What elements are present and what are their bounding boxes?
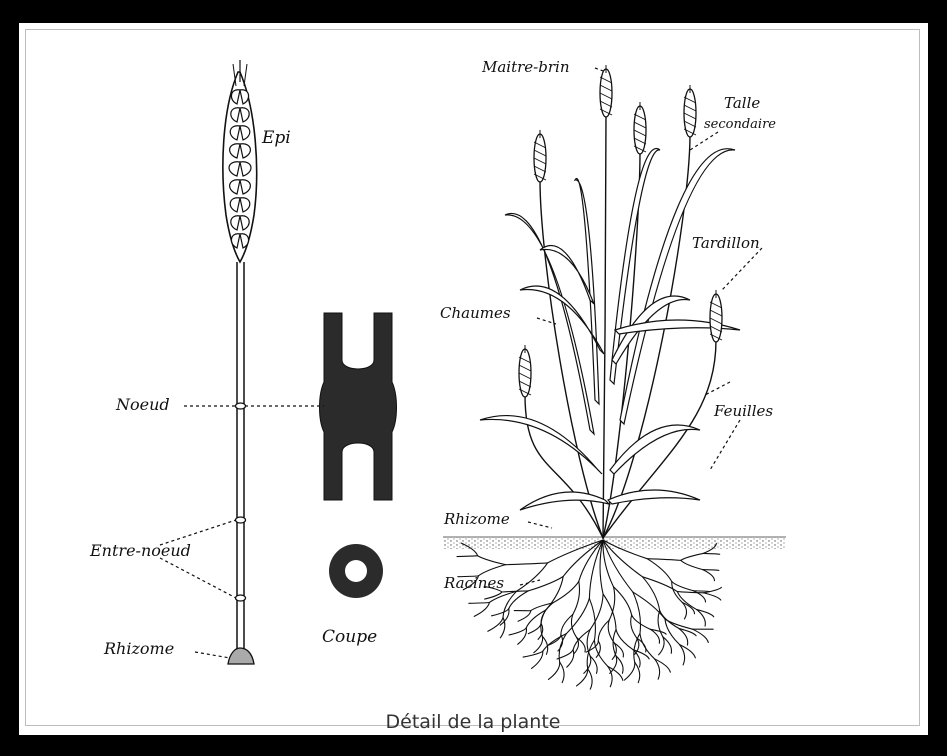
stem [603, 340, 716, 538]
root [588, 669, 592, 689]
label-talle: Talle [724, 94, 760, 112]
root [681, 560, 703, 569]
soil-line [443, 537, 786, 549]
leaf [610, 425, 700, 474]
root [702, 570, 714, 581]
root [614, 587, 632, 615]
stem [603, 115, 606, 538]
root [509, 628, 526, 635]
whole-plant-illustration [443, 65, 786, 689]
root [506, 563, 548, 565]
root [704, 587, 722, 592]
label-rhizome-right: Rhizome [443, 510, 510, 528]
root [523, 651, 543, 657]
label-rhizome-left: Rhizome [103, 639, 174, 658]
node-marker [236, 517, 246, 523]
root [500, 617, 504, 637]
root [587, 640, 594, 669]
root [528, 623, 541, 634]
label-secondaire: secondaire [704, 117, 776, 132]
stem-cross-section [329, 544, 383, 598]
root [655, 659, 671, 672]
root [594, 640, 607, 666]
leaf [520, 492, 609, 510]
label-epi: Epi [261, 128, 291, 148]
root [548, 662, 559, 679]
root [531, 603, 553, 611]
root [624, 662, 634, 680]
root [571, 614, 576, 637]
label-tardillon: Tardillon [692, 234, 760, 252]
label-racines: Racines [443, 574, 504, 592]
label-chaumes: Chaumes [440, 304, 511, 322]
root [665, 619, 693, 629]
root [457, 556, 478, 557]
root [517, 563, 548, 591]
label-feuilles: Feuilles [713, 402, 773, 420]
label-noeud: Noeud [115, 395, 170, 414]
leaf [540, 246, 594, 304]
root [526, 610, 546, 628]
root [518, 611, 531, 622]
label-maitre-brin: Maitre-brin [481, 58, 569, 76]
root [650, 629, 666, 634]
root [680, 645, 696, 658]
root [632, 615, 651, 629]
root [680, 645, 685, 665]
culm [228, 262, 254, 664]
root [704, 593, 721, 600]
root [660, 610, 679, 628]
root [677, 592, 703, 593]
root [589, 598, 595, 640]
labels: Epi Noeud Entre-noeud Rhizome Coupe Mait… [89, 58, 776, 733]
ear-epi [223, 60, 257, 262]
root [608, 666, 612, 686]
root [469, 602, 490, 603]
root [478, 556, 506, 565]
label-entre-noeud: Entre-noeud [89, 541, 191, 560]
root [647, 559, 681, 561]
root [541, 610, 546, 636]
root [553, 581, 579, 602]
root [633, 650, 649, 659]
node-marker [236, 403, 246, 409]
root [573, 581, 580, 614]
root [560, 662, 564, 682]
root [655, 659, 660, 679]
root [682, 603, 686, 619]
root [647, 559, 672, 582]
root [492, 609, 509, 616]
diagram-caption: Détail de la plante [386, 711, 561, 733]
root [509, 591, 529, 609]
root [640, 633, 655, 659]
leaf [480, 416, 602, 474]
label-coupe: Coupe [322, 627, 377, 647]
root [561, 614, 573, 634]
root [697, 610, 714, 617]
root [703, 553, 719, 554]
node-marker [236, 595, 246, 601]
root [590, 594, 603, 630]
rhizome-base [228, 648, 254, 664]
root [474, 602, 489, 616]
single-stem-illustration [223, 60, 257, 664]
root [635, 662, 640, 682]
node-section-illustration [320, 313, 397, 500]
root [633, 592, 641, 633]
root [672, 582, 694, 591]
root [681, 553, 703, 560]
root [693, 629, 709, 642]
root [485, 592, 502, 599]
root [598, 620, 609, 641]
